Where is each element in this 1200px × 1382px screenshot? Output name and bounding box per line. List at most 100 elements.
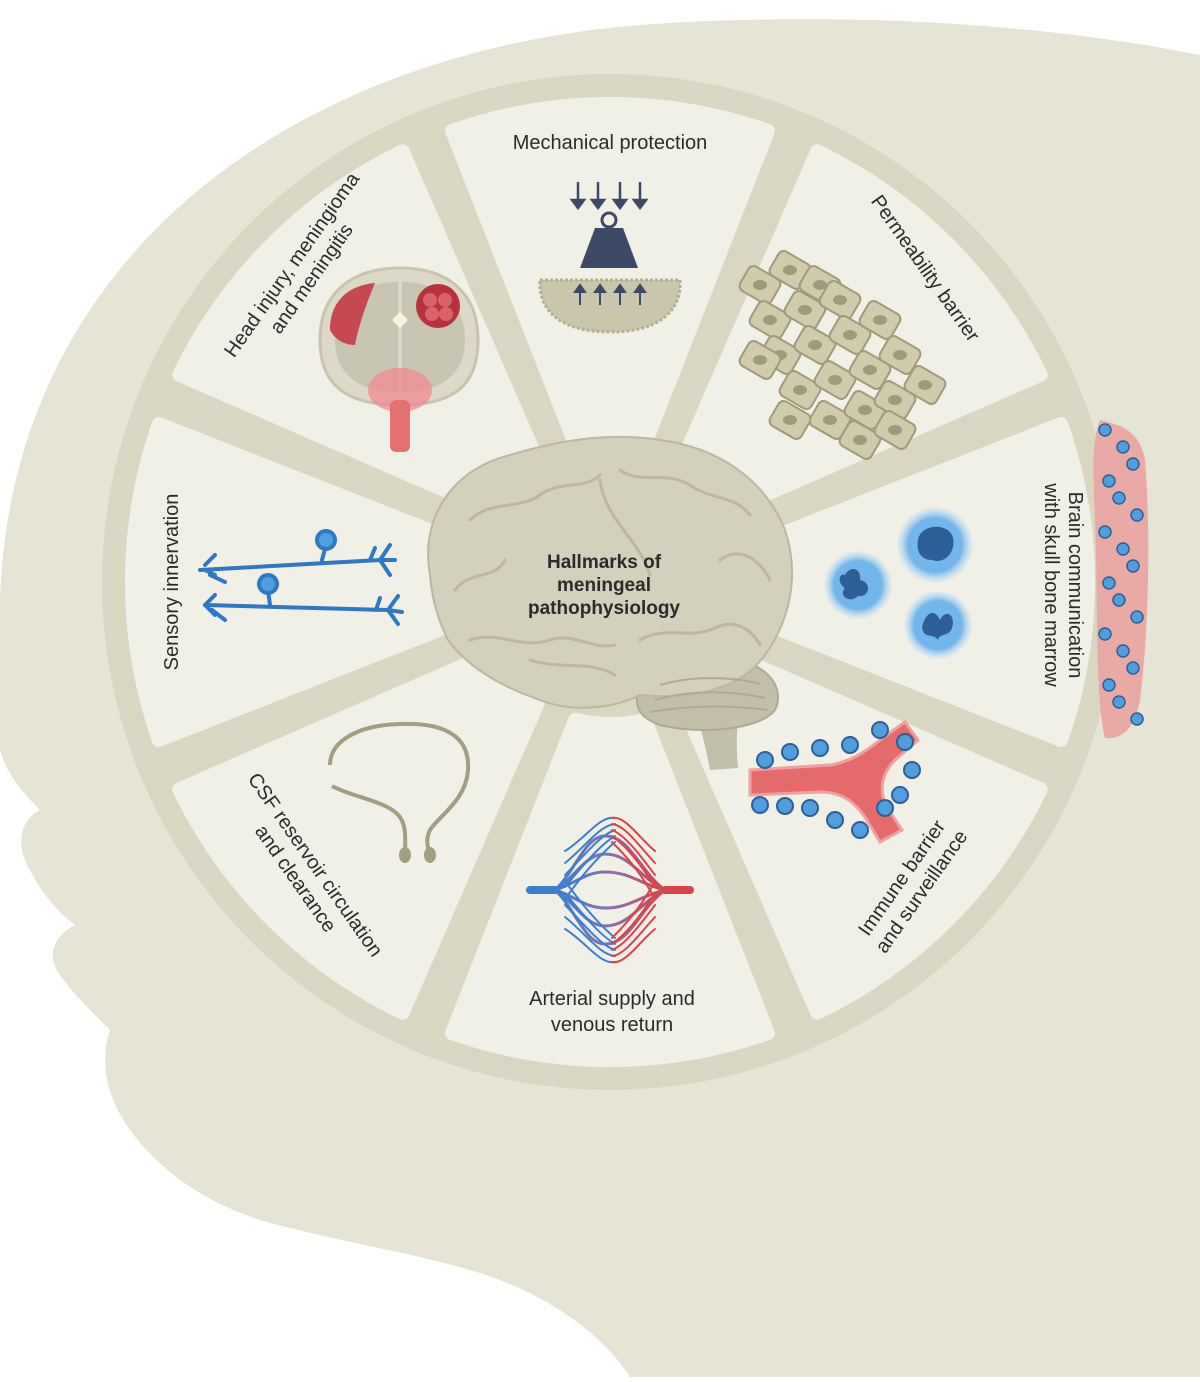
immune-cell xyxy=(841,736,859,754)
vessel-branch xyxy=(564,904,616,951)
cell-nucleus xyxy=(798,305,812,315)
immune-cell xyxy=(891,786,909,804)
marrow-cell xyxy=(1130,610,1144,624)
vessel-branch xyxy=(564,880,616,939)
marrow-cell xyxy=(1098,627,1112,641)
immune-cell xyxy=(826,811,844,829)
immune-surveillance-illustration xyxy=(748,719,921,845)
immune-cell xyxy=(871,721,889,739)
marrow-cell xyxy=(1102,678,1116,692)
mechanical-protection-illustration xyxy=(538,182,682,334)
label-marrow-line1: Brain communication xyxy=(1064,492,1086,679)
cell-nucleus xyxy=(888,425,902,435)
immune-cell xyxy=(903,761,921,779)
cell-nucleus xyxy=(783,265,797,275)
cell-nucleus xyxy=(753,280,767,290)
cell-nucleus xyxy=(863,365,877,375)
marrow-cell xyxy=(1130,508,1144,522)
vessel-branch xyxy=(611,835,656,888)
cell-nucleus xyxy=(763,315,777,325)
marrow-cell xyxy=(1130,712,1144,726)
weight-icon xyxy=(580,211,638,268)
vascular-network-illustration xyxy=(526,816,694,964)
vessel-branch xyxy=(564,823,616,864)
marrow-cell xyxy=(1098,423,1112,437)
vessel-branch xyxy=(553,852,667,892)
monocyte-cell xyxy=(904,591,972,659)
label-sensory-innervation: Sensory innervation xyxy=(161,494,183,671)
vessel-branch xyxy=(553,888,667,928)
immune-cell xyxy=(776,797,794,815)
label-mechanical-protection: Mechanical protection xyxy=(513,132,708,154)
marrow-cell xyxy=(1112,491,1126,505)
cell-nucleus xyxy=(858,405,872,415)
immune-cell xyxy=(876,799,894,817)
label-arterial-line2: venous return xyxy=(551,1014,673,1036)
immune-cell xyxy=(756,751,774,769)
cell-nucleus xyxy=(828,375,842,385)
marrow-cell xyxy=(1102,474,1116,488)
marrow-cell xyxy=(1126,559,1140,573)
vessel-branch xyxy=(564,816,616,852)
marrow-cell xyxy=(1116,440,1130,454)
neutrophil-cell xyxy=(824,551,892,619)
marrow-cell xyxy=(1112,593,1126,607)
vessel-branch xyxy=(611,904,656,951)
marrow-cell xyxy=(1098,525,1112,539)
spinal-cord-shape xyxy=(390,400,410,452)
label-marrow-communication: Brain communication with skull bone marr… xyxy=(1040,482,1086,687)
immune-cell xyxy=(811,739,829,757)
vessel-branch xyxy=(564,916,616,957)
marrow-cell xyxy=(1102,576,1116,590)
marrow-communication-illustration xyxy=(824,507,973,659)
center-title-line1: Hallmarks of xyxy=(547,552,662,573)
central-brain: Hallmarks of meningeal pathophysiology xyxy=(427,435,794,770)
vessel-branch xyxy=(611,916,656,957)
marrow-cells xyxy=(1098,423,1144,726)
marrow-cell xyxy=(1126,457,1140,471)
vessel-branch xyxy=(611,829,656,876)
vessel-branch xyxy=(611,841,656,900)
blood-vessel-shape xyxy=(748,719,921,845)
cell-nucleus xyxy=(808,340,822,350)
immune-cells xyxy=(751,721,921,839)
vessel-branch xyxy=(564,835,616,888)
sensory-neuron-illustration xyxy=(198,529,404,626)
arrow-up-icon xyxy=(573,283,647,305)
cell-nucleus xyxy=(893,350,907,360)
cell-nucleus xyxy=(853,435,867,445)
vessel-branch xyxy=(564,928,616,964)
vessel-branch xyxy=(611,928,656,964)
immune-cell xyxy=(801,799,819,817)
cell-nucleus xyxy=(833,295,847,305)
cell-nucleus xyxy=(793,385,807,395)
center-title-line3: pathophysiology xyxy=(528,598,680,619)
vessel-branch xyxy=(564,829,616,876)
cell-nucleus xyxy=(843,330,857,340)
immune-cell xyxy=(751,796,769,814)
label-sensory-line1: Sensory innervation xyxy=(161,494,183,671)
lymphocyte-cell xyxy=(897,507,973,583)
cell-nucleus xyxy=(873,315,887,325)
hematoma-shape xyxy=(330,283,375,345)
marrow-cell xyxy=(1116,644,1130,658)
csf-ventricle-illustration xyxy=(328,721,471,863)
cell-nucleus xyxy=(888,395,902,405)
center-title-line2: meningeal xyxy=(557,575,651,596)
permeability-barrier-illustration xyxy=(738,250,947,460)
cell-nucleus xyxy=(783,415,797,425)
cell-nucleus xyxy=(753,355,767,365)
brain-gyri xyxy=(453,468,772,677)
label-arterial-line1: Arterial supply and xyxy=(529,988,695,1010)
vessel-branch xyxy=(611,823,656,864)
vessel-branch xyxy=(611,880,656,939)
marrow-cell xyxy=(1116,542,1130,556)
marrow-cell xyxy=(1126,661,1140,675)
marrow-bone xyxy=(1093,420,1149,739)
vessel-branch xyxy=(611,892,656,945)
vessel-branch xyxy=(611,816,656,852)
cell-nucleus xyxy=(823,415,837,425)
immune-cell xyxy=(896,733,914,751)
